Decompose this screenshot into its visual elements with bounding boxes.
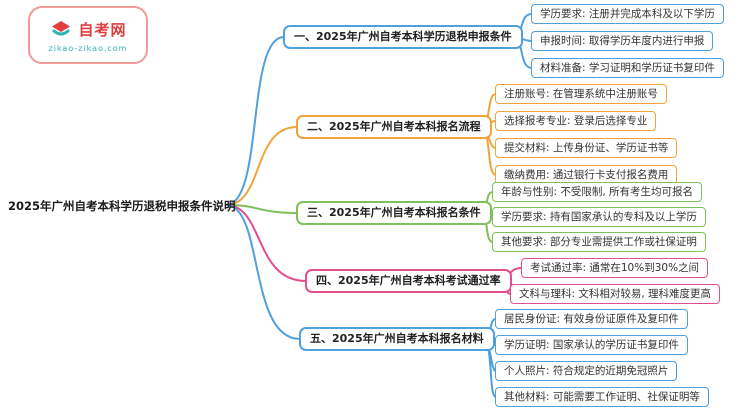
connector-root-branch-1 [225, 36, 285, 206]
logo-graduation-icon [49, 18, 73, 42]
branch-node-2: 二、2025年广州自考本科报名流程 [296, 115, 492, 140]
branch-node-1: 一、2025年广州自考本科学历退税申报条件 [283, 25, 523, 50]
site-logo[interactable]: 自考网 zikao-zikao.com [28, 6, 148, 64]
leaf-node: 材料准备: 学习证明和学历证书复印件 [531, 58, 724, 79]
logo-title: 自考网 [78, 21, 127, 39]
leaf-node: 缴纳费用: 通过银行卡支付报名费用 [495, 165, 678, 186]
branch-node-3: 三、2025年广州自考本科报名条件 [296, 201, 492, 226]
leaf-node: 学历证明: 国家承认的学历证书复印件 [495, 335, 688, 356]
branch-node-5: 五、2025年广州自考本科报名材料 [299, 327, 495, 352]
leaf-node: 其他要求: 部分专业需提供工作或社保证明 [492, 232, 706, 253]
connector-root-branch-4 [225, 204, 307, 282]
connector-root-branch-5 [225, 204, 301, 340]
connector-root-branch-3 [225, 204, 298, 214]
leaf-node: 考试通过率: 通常在10%到30%之间 [521, 258, 709, 279]
leaf-node: 个人照片: 符合规定的近期免冠照片 [495, 361, 678, 382]
branch-node-4: 四、2025年广州自考本科考试通过率 [305, 269, 512, 294]
leaf-node: 选择报考专业: 登录后选择专业 [495, 111, 657, 132]
leaf-node: 学历要求: 持有国家承认的专科及以上学历 [492, 207, 706, 228]
connector-root-branch-2 [225, 126, 298, 206]
leaf-node: 年龄与性别: 不受限制, 所有考生均可报名 [492, 182, 703, 203]
leaf-node: 学历要求: 注册并完成本科及以下学历 [531, 4, 724, 25]
leaf-node: 注册账号: 在管理系统中注册账号 [495, 84, 667, 105]
leaf-node: 其他材料: 可能需要工作证明、社保证明等 [495, 387, 709, 408]
logo-subtitle: zikao-zikao.com [48, 43, 128, 53]
root-topic: 2025年广州自考本科学历退税申报条件说明 [8, 199, 236, 213]
leaf-node: 居民身份证: 有效身份证原件及复印件 [495, 309, 688, 330]
leaf-node: 提交材料: 上传身份证、学历证书等 [495, 138, 678, 159]
leaf-node: 文科与理科: 文科相对较易, 理科难度更高 [510, 284, 721, 305]
leaf-node: 申报时间: 取得学历年度内进行申报 [531, 31, 714, 52]
